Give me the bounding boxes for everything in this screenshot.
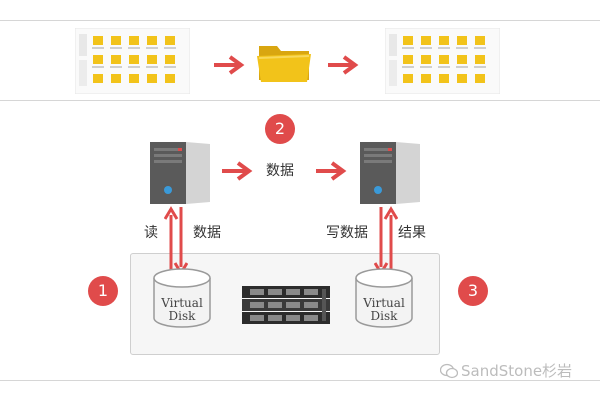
server-icon <box>150 142 210 204</box>
bidirectional-arrows-right <box>374 206 398 276</box>
divider-top <box>0 20 600 21</box>
arrow-right-icon <box>222 161 253 181</box>
arrow-right-icon <box>316 161 347 181</box>
divider-bottom <box>0 380 600 381</box>
data-label-left: 数据 <box>193 225 221 241</box>
result-label: 结果 <box>398 225 426 241</box>
file-grid-thumbnail-right <box>384 27 501 95</box>
watermark: SandStone杉岩 <box>439 360 573 381</box>
divider-middle <box>0 100 600 101</box>
document-thumbnail-icon <box>384 27 501 95</box>
top-arrow-label: 数据 <box>266 163 294 179</box>
disk-label-line1: Virtual <box>363 296 405 310</box>
file-grid-thumbnail-left <box>74 27 191 95</box>
step-2-badge: 2 <box>265 114 295 144</box>
step-3-badge: 3 <box>458 276 488 306</box>
bidirectional-arrows-left <box>164 206 188 276</box>
disk-label-line2: Disk <box>370 309 398 323</box>
arrow-right-icon <box>214 55 245 75</box>
step-1-badge: 1 <box>88 276 118 306</box>
document-thumbnail-icon <box>74 27 191 95</box>
database-cylinder-icon <box>153 268 211 328</box>
database-cylinder-icon <box>355 268 413 328</box>
wechat-icon <box>439 363 459 379</box>
rack-server-icon <box>242 286 330 324</box>
folder-icon <box>257 46 311 82</box>
virtual-disk-left: Virtual Disk <box>152 268 212 330</box>
watermark-text: SandStone杉岩 <box>461 362 573 380</box>
read-label: 读 <box>144 225 158 241</box>
server-icon <box>360 142 420 204</box>
write-data-label: 写数据 <box>326 225 368 241</box>
virtual-disk-right: Virtual Disk <box>354 268 414 330</box>
disk-label-line1: Virtual <box>161 296 203 310</box>
disk-label-line2: Disk <box>168 309 196 323</box>
arrow-right-icon <box>328 55 359 75</box>
